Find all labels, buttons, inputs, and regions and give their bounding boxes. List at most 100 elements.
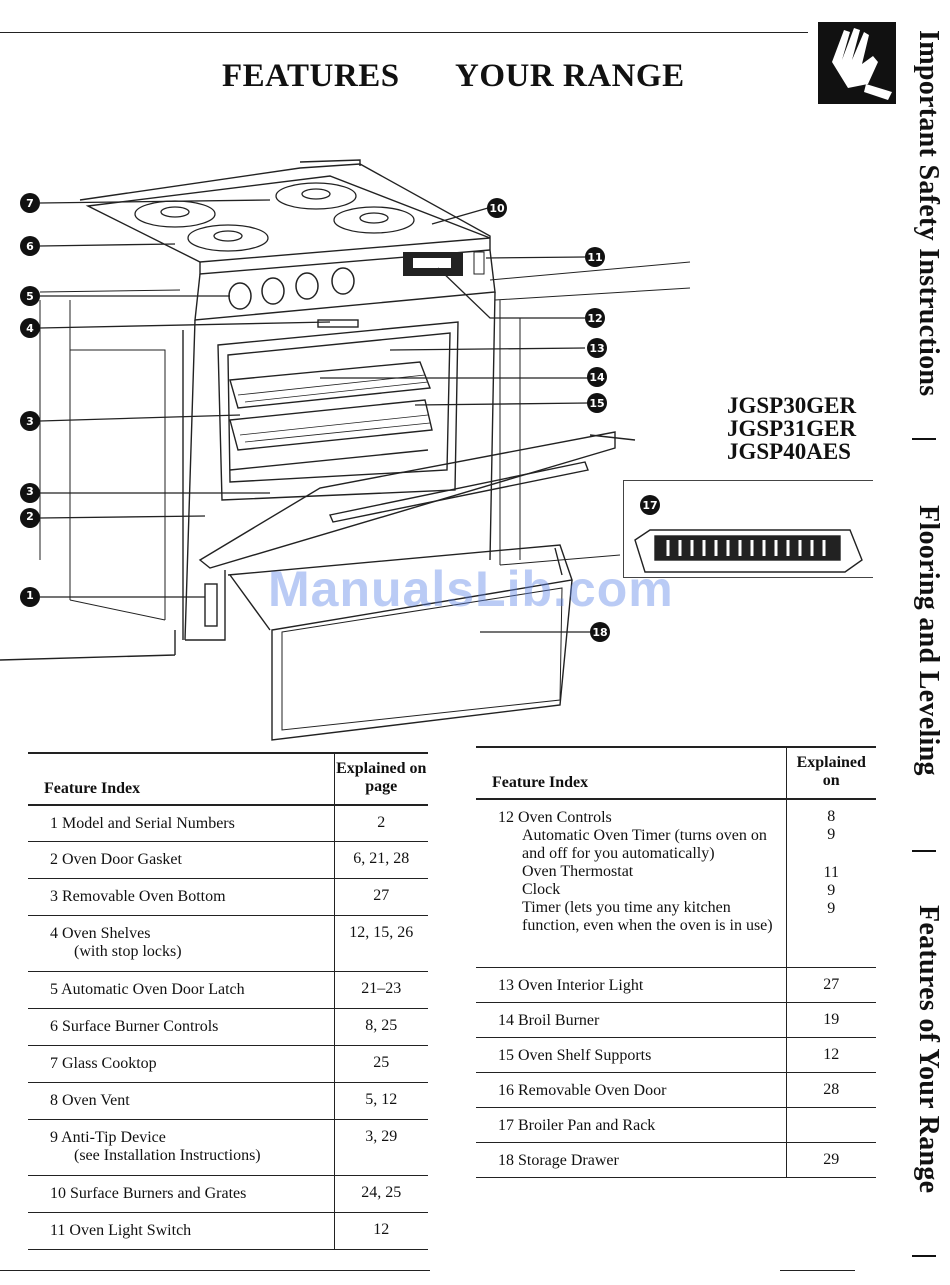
feature-name: 9 Anti-Tip Device	[50, 1128, 166, 1146]
page-ref: 11	[823, 864, 839, 881]
callout-label: 11	[587, 251, 602, 264]
callout-1	[20, 587, 40, 607]
table-row: 12 Oven Controls Automatic Oven Timer (t…	[476, 799, 876, 967]
callout-5	[20, 318, 40, 338]
side-tab-divider	[912, 438, 936, 440]
top-rule	[0, 32, 808, 33]
table-row: 10 Surface Burners and Grates 24, 25	[28, 1175, 428, 1212]
model-number: JGSP40AES	[727, 439, 851, 464]
callout-18	[590, 622, 610, 642]
callout-label-2: 2	[24, 510, 36, 523]
model-number: JGSP30GER	[727, 393, 857, 418]
bottom-rule	[0, 1270, 430, 1271]
feature-sub: Automatic Oven Timer (turns oven on and …	[522, 827, 767, 862]
callout-label-1: 1	[26, 589, 34, 602]
page-ref	[785, 1107, 876, 1142]
callout-4	[20, 411, 40, 431]
page-ref: 6, 21, 28	[333, 841, 428, 878]
side-tab-divider	[912, 1255, 936, 1257]
feature-name: 10 Surface Burners and Grates	[50, 1184, 247, 1202]
table-row: 1 Model and Serial Numbers 2	[28, 805, 428, 841]
feature-name: 7 Glass Cooktop	[50, 1054, 157, 1072]
callout-13	[587, 338, 607, 358]
page-title-your-range: YOUR RANGE	[455, 58, 685, 94]
feature-name: 1 Model and Serial Numbers	[50, 815, 235, 832]
column-header-feature: Feature Index	[492, 774, 589, 791]
page-ref: 8	[827, 808, 836, 825]
column-header-explained: Explained on page	[333, 753, 428, 805]
callout-label: 13	[589, 342, 604, 355]
table-row: 17 Broiler Pan and Rack	[476, 1107, 876, 1142]
callout-10	[487, 198, 507, 218]
callout-8	[20, 193, 40, 213]
feature-name: 18 Storage Drawer	[498, 1151, 619, 1169]
callout-label: 10	[489, 202, 505, 215]
table-row: 7 Glass Cooktop 25	[28, 1045, 428, 1082]
feature-name: 5 Automatic Oven Door Latch	[50, 980, 245, 998]
callout-label: 4	[26, 322, 34, 335]
feature-sub: (with stop locks)	[74, 942, 182, 960]
feature-name: 11 Oven Light Switch	[50, 1221, 192, 1239]
callout-6	[20, 286, 40, 306]
feature-index-table-left: Feature Index Explained on page 1 Model …	[28, 752, 428, 1250]
feature-name: 8 Oven Vent	[50, 1091, 130, 1109]
hand-pointing-icon	[818, 22, 896, 104]
callout-12	[585, 308, 605, 328]
table-row: 4 Oven Shelves(with stop locks) 12, 15, 2…	[28, 915, 428, 971]
feature-name: 15 Oven Shelf Supports	[498, 1046, 652, 1064]
callout-17	[640, 495, 660, 515]
page-ref: 25	[333, 1045, 428, 1082]
callout-label: 5	[26, 290, 34, 303]
page-ref: 12	[333, 1212, 428, 1249]
callout-label: 6	[26, 240, 34, 253]
page-ref: 24, 25	[333, 1175, 428, 1212]
side-tab-leveling[interactable]: Flooring and Leveling	[913, 505, 944, 776]
side-tab-safety[interactable]: Important Safety Instructions	[913, 30, 944, 397]
feature-name: 6 Surface Burner Controls	[50, 1017, 219, 1035]
callout-label: 7	[26, 197, 34, 210]
callout-label-3: 3	[24, 485, 36, 498]
feature-name: 2 Oven Door Gasket	[50, 850, 182, 868]
page-ref: 2	[333, 805, 428, 841]
feature-sub: (see Installation Instructions)	[74, 1146, 261, 1164]
callout-7	[20, 236, 40, 256]
callout-15	[587, 393, 607, 413]
side-tab-divider	[912, 850, 936, 852]
page-ref: 9	[827, 900, 836, 917]
bottom-rule	[780, 1270, 855, 1271]
callout-label: 18	[592, 626, 607, 639]
page-ref: 9	[827, 826, 836, 843]
page-ref: 9	[827, 882, 836, 899]
table-row: 2 Oven Door Gasket 6, 21, 28	[28, 841, 428, 878]
broiler-pan-inset-frame	[623, 480, 873, 578]
page-ref: 27	[333, 878, 428, 915]
table-row: 9 Anti-Tip Device(see Installation Instr…	[28, 1119, 428, 1175]
callout-11	[585, 247, 605, 267]
callout-label: 17	[642, 499, 657, 512]
page-ref: 27	[785, 967, 876, 1002]
model-number: JGSP31GER	[727, 416, 857, 441]
callout-14	[587, 367, 607, 387]
page-ref: 28	[785, 1072, 876, 1107]
page-ref: 29	[785, 1142, 876, 1177]
side-tab-features[interactable]: Features of Your Range	[913, 905, 944, 1194]
feature-name: 4 Oven Shelves	[50, 924, 151, 942]
callout-label: 15	[589, 397, 604, 410]
column-header-explained: Explained on	[785, 747, 876, 799]
model-list: JGSP30GER JGSP31GER JGSP40AES	[727, 394, 856, 463]
feature-sub: Clock	[522, 881, 561, 898]
page-ref: 19	[785, 1002, 876, 1037]
feature-name: 14 Broil Burner	[498, 1011, 600, 1029]
callout-label: 3	[26, 415, 34, 428]
watermark: ManualsLib.com	[268, 561, 674, 617]
callout-label: 14	[589, 371, 605, 384]
page-ref: 12, 15, 26	[333, 915, 428, 971]
table-row: 18 Storage Drawer 29	[476, 1142, 876, 1177]
